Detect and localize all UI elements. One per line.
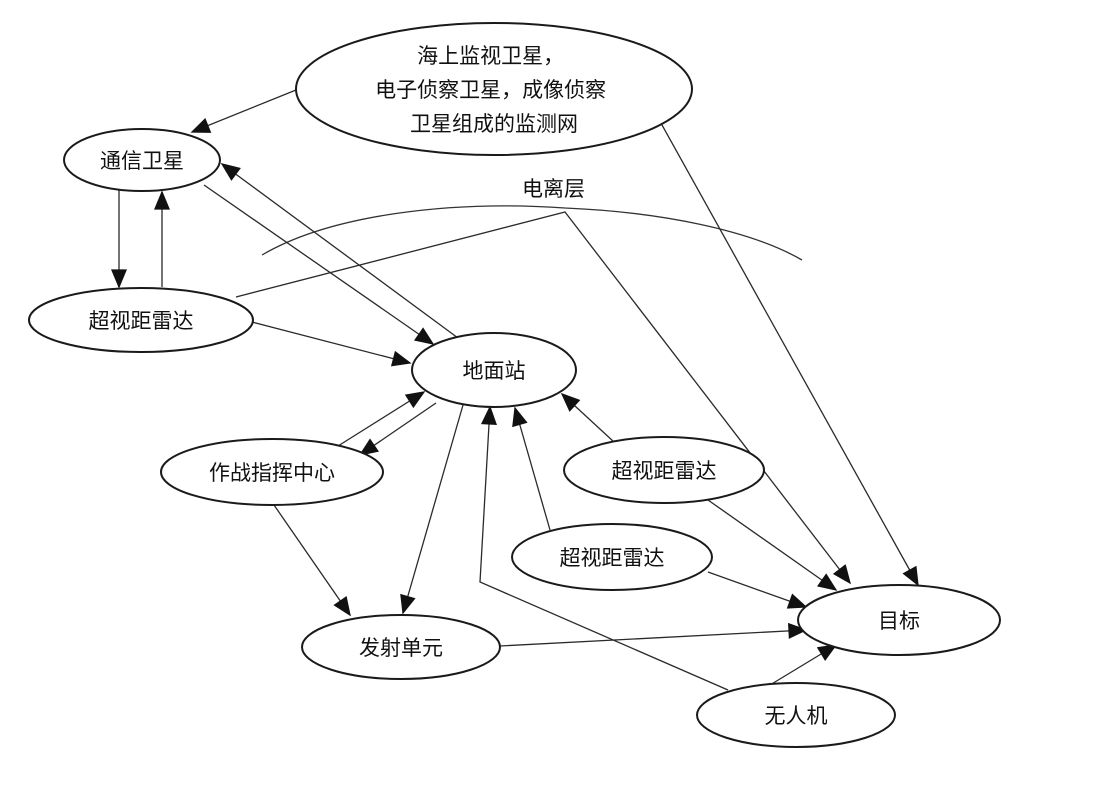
node-radar-mid-shape: [511, 523, 713, 591]
node-target: 目标: [797, 584, 1001, 656]
edge-command-to-ground: [337, 391, 426, 447]
edge-radar-right-to-target: [707, 499, 838, 591]
edge-uav-to-target: [769, 644, 838, 686]
node-comm-sat-label: 通信卫星: [100, 149, 184, 173]
edges: [111, 89, 919, 691]
node-comm-sat: 通信卫星: [63, 128, 221, 192]
node-radar-right: 超视距雷达: [563, 436, 765, 504]
node-sat-network-line-3: 卫星组成的监测网: [410, 112, 578, 136]
node-launcher: 发射单元: [301, 614, 501, 680]
node-radar-right-label: 超视距雷达: [612, 459, 717, 483]
edge-command-to-launcher: [273, 504, 351, 617]
node-command: 作战指挥中心: [160, 438, 384, 506]
node-uav: 无人机: [696, 682, 896, 748]
edge-uav-to-ground: [479, 405, 729, 691]
edge-ground-to-command: [358, 402, 437, 456]
edge-satnet-to-target: [661, 124, 919, 587]
node-uav-shape: [696, 682, 896, 748]
node-sat-network-line-2: 电子侦察卫星，成像侦察: [375, 78, 606, 102]
node-radar-left: 超视距雷达: [28, 287, 254, 353]
edge-radar-right-to-ground: [560, 392, 615, 443]
node-comm-sat-shape: [63, 128, 221, 192]
edge-launcher-to-target: [499, 622, 808, 647]
node-radar-mid-label: 超视距雷达: [560, 546, 665, 570]
node-launcher-label: 发射单元: [359, 636, 443, 660]
node-sat-network-label: 海上监视卫星， 电子侦察卫星，成像侦察 卫星组成的监测网: [375, 44, 613, 136]
node-sat-network: 海上监视卫星， 电子侦察卫星，成像侦察 卫星组成的监测网: [295, 22, 693, 156]
edge-radar-left-to-ground: [251, 321, 412, 367]
edge-satnet-to-commsat: [190, 89, 297, 133]
node-ground-label: 地面站: [463, 359, 526, 383]
node-command-label: 作战指挥中心: [209, 461, 335, 485]
ionosphere-label: 电离层: [522, 177, 585, 201]
edge-commsat-to-ground: [203, 184, 435, 345]
ionosphere-curve: [261, 205, 803, 261]
edge-radar-mid-to-target: [707, 571, 808, 609]
node-target-shape: [797, 584, 1001, 656]
edge-ground-to-launcher: [400, 404, 464, 615]
edge-ground-to-commsat: [220, 163, 459, 339]
node-sat-network-line-1: 海上监视卫星，: [417, 44, 564, 68]
node-radar-right-shape: [563, 436, 765, 504]
node-radar-left-shape: [28, 287, 254, 353]
node-ground-shape: [411, 332, 577, 408]
edge-radar-mid-to-ground: [512, 406, 551, 531]
node-radar-mid: 超视距雷达: [511, 523, 713, 591]
node-target-label: 目标: [878, 609, 920, 633]
node-ground: 地面站: [411, 332, 577, 408]
node-radar-left-label: 超视距雷达: [89, 309, 194, 333]
node-command-shape: [160, 438, 384, 506]
node-uav-label: 无人机: [765, 704, 828, 728]
node-sat-network-shape: [295, 22, 693, 156]
node-launcher-shape: [301, 614, 501, 680]
